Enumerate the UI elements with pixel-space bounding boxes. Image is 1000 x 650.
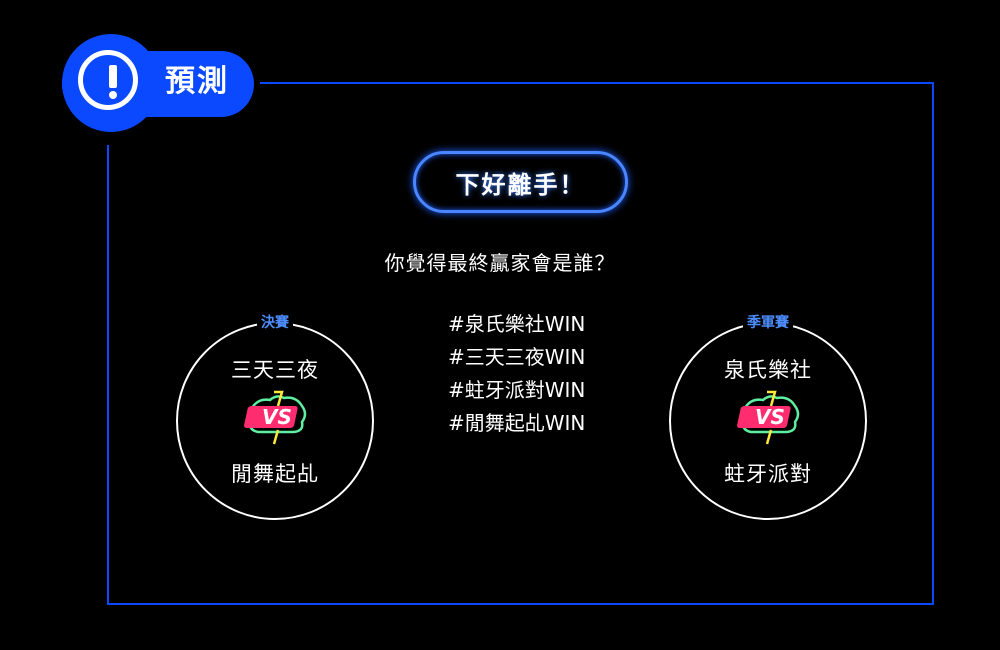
place-bet-button[interactable]: 下好離手！ — [413, 151, 628, 213]
hashtag-item[interactable]: #三天三夜WIN — [448, 345, 586, 369]
stage-label-final: 決賽 — [257, 314, 293, 332]
hashtag-list: #泉氏樂社WIN #三天三夜WIN #蛀牙派對WIN #閒舞起乩WIN — [448, 308, 585, 440]
team-b-name: 蛀牙派對 — [724, 462, 812, 486]
match-card-final: 決賽 三天三夜 VS 閒舞起乩 — [176, 314, 374, 520]
team-a-name: 三天三夜 — [231, 358, 319, 382]
team-b-name: 閒舞起乩 — [231, 462, 319, 486]
match-card-third-place: 季軍賽 泉氏樂社 VS 蛀牙派對 — [669, 314, 867, 520]
exclamation-icon — [78, 50, 138, 110]
page-title: 預測 — [165, 64, 229, 99]
hashtag-item[interactable]: #泉氏樂社WIN — [448, 312, 586, 336]
vs-icon: VS — [244, 390, 307, 445]
stage-label-third-place: 季軍賽 — [743, 314, 793, 332]
vs-icon: VS — [737, 390, 800, 445]
vs-label: VS — [262, 405, 292, 429]
question-text: 你覺得最終贏家會是誰？ — [384, 251, 616, 275]
place-bet-label: 下好離手！ — [455, 170, 586, 199]
vs-label: VS — [755, 405, 785, 429]
hashtag-item[interactable]: #閒舞起乩WIN — [448, 411, 586, 435]
team-a-name: 泉氏樂社 — [724, 358, 812, 382]
content-frame — [107, 82, 934, 605]
hashtag-item[interactable]: #蛀牙派對WIN — [448, 378, 586, 402]
